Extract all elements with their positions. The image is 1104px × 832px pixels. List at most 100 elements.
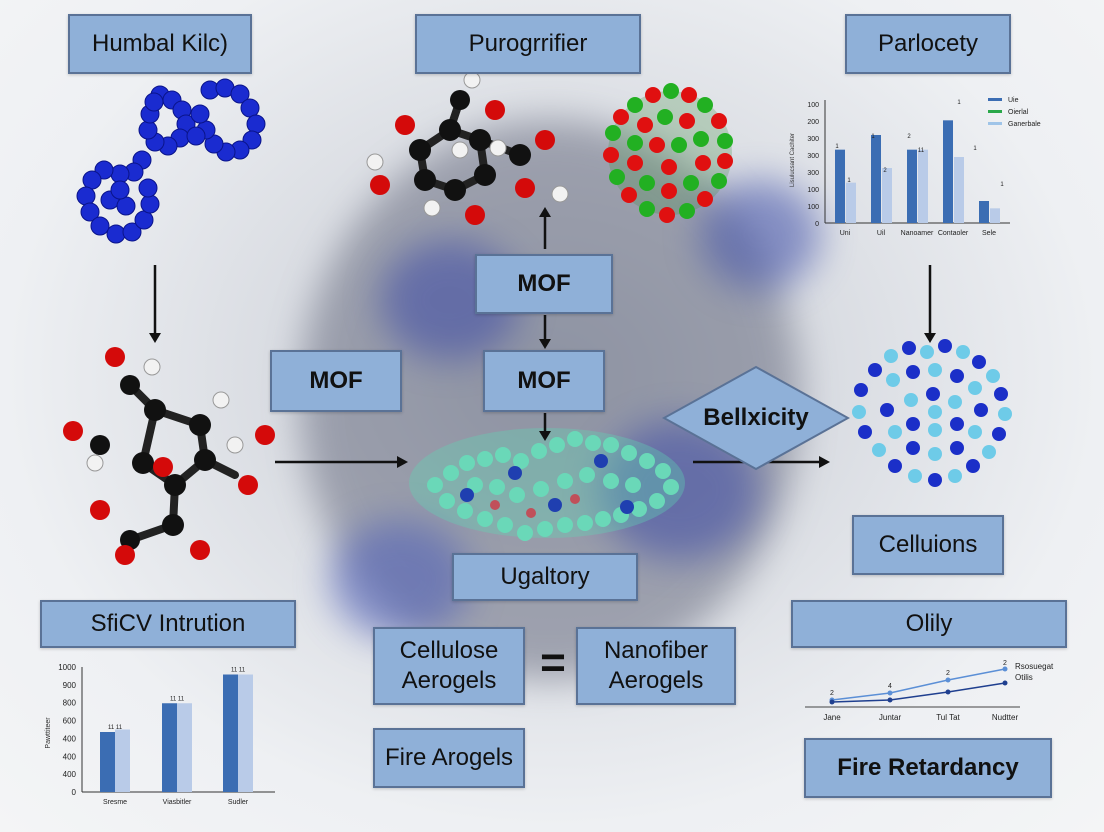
organic-molecule-top-illustration xyxy=(366,71,569,225)
label-fire-arogels: Fire Arogels xyxy=(373,728,525,788)
label-fire-retardancy: Fire Retardancy xyxy=(804,738,1052,798)
bar xyxy=(871,135,881,223)
x-tick-label: Uni xyxy=(840,230,851,237)
x-tick-label: Nudtter xyxy=(992,713,1019,722)
y-tick-label: 300 xyxy=(807,153,819,160)
x-tick-label: Uil xyxy=(877,230,886,237)
data-label: 4 xyxy=(888,683,892,690)
bar xyxy=(223,674,238,792)
bar xyxy=(100,732,115,792)
y-tick-label: 400 xyxy=(63,734,77,743)
y-tick-label: 900 xyxy=(63,681,77,690)
label-bellxicity: Bellxicity xyxy=(703,404,809,431)
data-label: 1 xyxy=(973,146,977,152)
arrow-left-to-center xyxy=(275,456,408,468)
bar xyxy=(990,208,1000,223)
label-purogrifier: Purogrrifier xyxy=(415,14,641,74)
label-ugaltory: Ugaltory xyxy=(452,553,638,601)
label-mof-center: MOF xyxy=(483,350,605,412)
series-line xyxy=(831,682,1006,703)
legend-label: Oierlal xyxy=(1008,109,1029,116)
x-tick-label: Sudler xyxy=(228,799,249,806)
background-blob xyxy=(700,180,820,290)
bar xyxy=(846,182,856,223)
legend-swatch xyxy=(988,110,1002,113)
legend-label: Uie xyxy=(1008,97,1019,104)
arrow-mof-up xyxy=(539,207,551,249)
bar xyxy=(954,157,964,223)
y-tick-label: 1000 xyxy=(58,663,76,672)
y-tick-label: 100 xyxy=(807,102,819,109)
blue-cluster-illustration xyxy=(852,339,1012,487)
bar xyxy=(943,120,953,223)
bar xyxy=(835,149,845,223)
y-tick-label: 0 xyxy=(815,221,819,228)
y-tick-label: 0 xyxy=(72,788,77,797)
bar xyxy=(238,674,253,792)
bar xyxy=(918,149,928,223)
bar xyxy=(907,149,917,223)
label-bellxicity-diamond xyxy=(662,365,850,471)
y-tick-label: 200 xyxy=(807,119,819,126)
label-celluions: Celluions xyxy=(852,515,1004,575)
y-axis-label: Pawttiteer xyxy=(45,717,52,749)
arrow-humbal-down xyxy=(149,265,161,343)
label-humbal-kilc: Humbal Kilc) xyxy=(68,14,252,74)
label-sfiv-intrution: SfiCV Intrution xyxy=(40,600,296,648)
bar xyxy=(177,703,192,792)
y-tick-label: 100 xyxy=(807,204,819,211)
data-label: 11 11 xyxy=(170,696,185,702)
data-label: 2 xyxy=(1003,660,1007,667)
data-label: 1 xyxy=(1000,182,1004,188)
bar xyxy=(162,703,177,792)
x-tick-label: Viasbitler xyxy=(163,799,192,806)
chart-top-right-bar: 100 200 300 300 300 100 100 0 Lisulucsant Cachit… xyxy=(790,97,1041,237)
x-tick-label: Sele xyxy=(982,230,996,237)
label-olily: Olily xyxy=(791,600,1067,648)
teal-protein-illustration xyxy=(409,428,685,541)
series-line xyxy=(831,668,1006,701)
data-point xyxy=(945,677,951,683)
data-point xyxy=(887,690,893,696)
x-tick-label: Contaoler xyxy=(938,230,969,237)
y-tick-label: 800 xyxy=(63,699,77,708)
x-tick-label: Nanoamer xyxy=(901,230,934,237)
label-mof-top: MOF xyxy=(475,254,613,314)
equals-sign: = xyxy=(540,638,566,687)
data-label: 11 11 xyxy=(108,725,123,731)
data-label: 11 xyxy=(918,148,925,154)
y-tick-label: 600 xyxy=(63,717,77,726)
data-label: 2 xyxy=(907,134,911,140)
bar xyxy=(882,168,892,223)
y-tick-label: 300 xyxy=(807,136,819,143)
data-label: 2 xyxy=(830,690,834,697)
data-point xyxy=(1002,666,1008,672)
label-nanofiber-aerogels: Nanofiber Aerogels xyxy=(576,627,736,705)
arrow-mof-down xyxy=(539,315,551,349)
y-axis-label: Lisulucsant Cachiter xyxy=(790,133,796,187)
green-red-cluster-illustration xyxy=(603,83,733,223)
data-label: 2 xyxy=(946,670,950,677)
data-label: 2 xyxy=(883,168,887,174)
legend-swatch xyxy=(988,98,1002,101)
legend-label: Rsosuegat xyxy=(1015,662,1054,671)
y-tick-label: 400 xyxy=(63,752,77,761)
data-label: 1 xyxy=(871,134,875,140)
label-parlocety: Parlocety xyxy=(845,14,1011,74)
y-tick-label: 400 xyxy=(63,770,77,779)
arrow-mof-center-down xyxy=(539,413,551,441)
arrow-parlocety-down xyxy=(924,265,936,343)
data-point xyxy=(887,697,893,703)
data-point xyxy=(1002,680,1008,686)
data-label: 1 xyxy=(957,100,961,106)
organic-molecule-left-illustration xyxy=(63,347,275,565)
x-tick-label: Tul Tat xyxy=(936,713,960,722)
label-cellulose-aerogels: Cellulose Aerogels xyxy=(373,627,525,705)
data-label: 11 11 xyxy=(231,668,246,674)
bar xyxy=(115,729,130,792)
y-tick-label: 100 xyxy=(807,187,819,194)
y-tick-label: 300 xyxy=(807,170,819,177)
bar xyxy=(979,201,989,223)
